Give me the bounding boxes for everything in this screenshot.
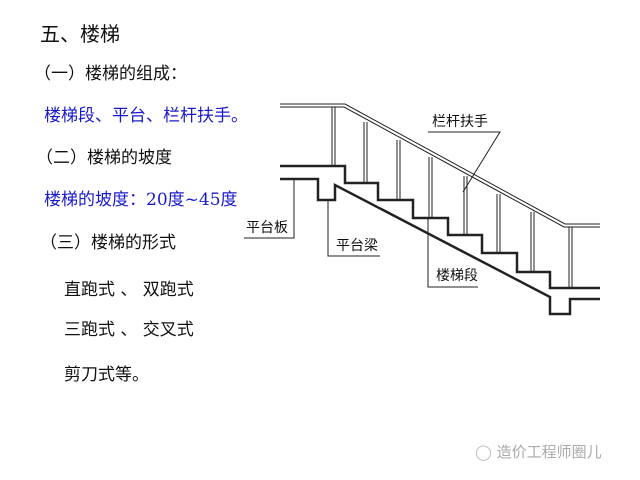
stair-steps (280, 164, 600, 290)
section-heading: （一）楼梯的组成： (34, 64, 187, 84)
text-line: 剪刀式等。 (64, 365, 149, 385)
text-line: 楼梯段、平台、栏杆扶手。 (44, 106, 248, 126)
watermark-text: 造价工程师圈儿 (496, 443, 602, 461)
balusters (331, 107, 573, 288)
text-line: 楼梯的坡度：20度~45度 (44, 190, 238, 210)
handrail (280, 103, 600, 225)
stair-slab (280, 177, 600, 316)
label-landing-beam: 平台梁 (336, 238, 378, 254)
text-line: 三跑式 、 交叉式 (64, 320, 194, 340)
label-railing: 栏杆扶手 (432, 114, 488, 130)
section-heading: （二）楼梯的坡度 (36, 148, 172, 168)
label-flight: 楼梯段 (436, 268, 478, 284)
label-landing-slab: 平台板 (246, 220, 288, 236)
slide-title: 五、楼梯 (40, 22, 120, 46)
watermark: ◯ 造价工程师圈儿 (475, 441, 602, 462)
wechat-icon: ◯ (475, 443, 492, 461)
section-heading: （三）楼梯的形式 (40, 233, 176, 253)
text-line: 直跑式 、 双跑式 (64, 280, 194, 300)
